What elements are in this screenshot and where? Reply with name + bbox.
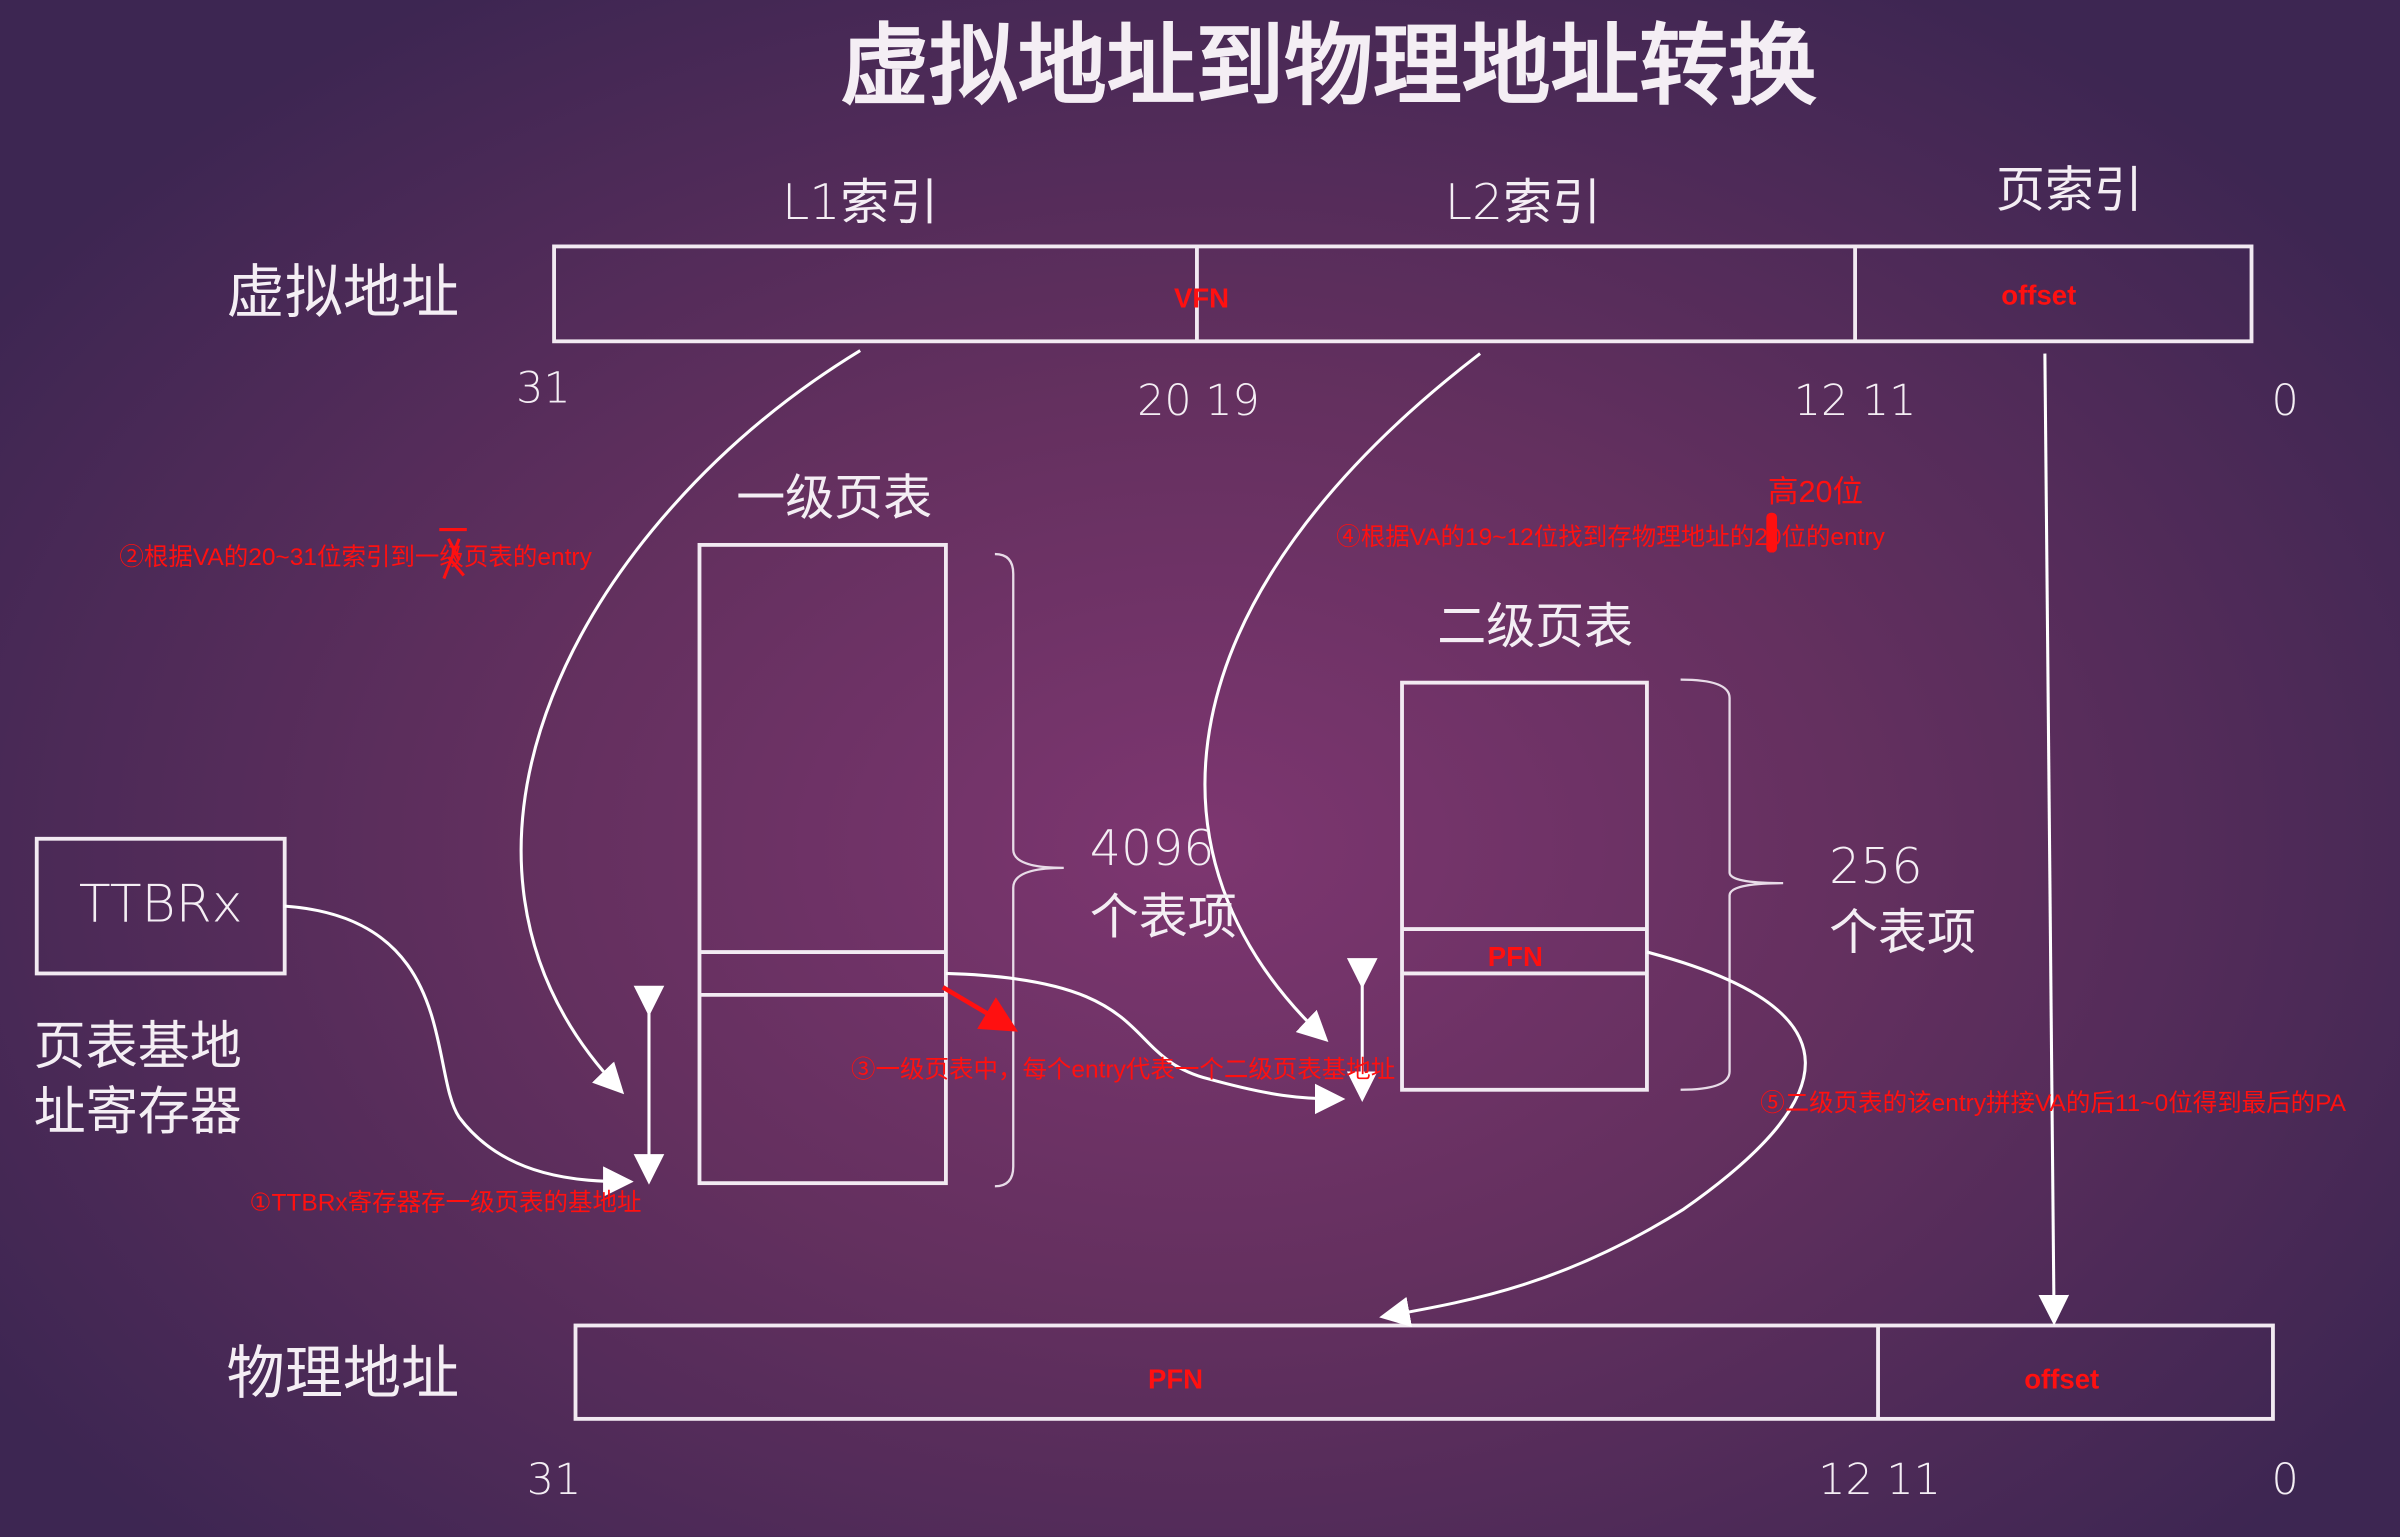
ttbr-label: TTBRx <box>78 873 243 936</box>
va-bit-31: 31 <box>516 362 571 414</box>
l1-brace <box>994 552 1064 1188</box>
vfn-label: VFN <box>1173 283 1230 314</box>
physical-address-label: 物理地址 <box>226 1339 460 1407</box>
arrow-l2-index <box>1203 352 1482 1042</box>
red-strike <box>439 528 467 580</box>
annotation-step3: ③一级页表中，每个entry代表一个二级页表基地址 <box>851 1057 1396 1084</box>
page-title: 虚拟地址到物理地址转换 <box>840 13 1817 118</box>
va-bit-12-11: 12 11 <box>1793 374 1917 426</box>
annotation-high20: 高20位 <box>1767 476 1864 510</box>
va-bit-0: 0 <box>2271 374 2299 426</box>
page-index-label: 页索引 <box>1995 160 2143 219</box>
annotation-step2: ②根据VA的20~31位索引到一级页表的entry <box>119 544 592 571</box>
pa-bit-0: 0 <box>2271 1454 2299 1505</box>
l2-count: 256 <box>1829 837 1923 896</box>
va-offset-label: offset <box>2001 280 2077 311</box>
virtual-address-label: 虚拟地址 <box>226 258 460 327</box>
l1-table <box>697 542 948 1186</box>
l2-pfn-label: PFN <box>1487 941 1543 972</box>
pa-bit-31: 31 <box>526 1454 582 1505</box>
arrow-entry <box>945 971 1346 1115</box>
va-bit-20-19: 20 19 <box>1137 374 1260 426</box>
arrow-ttbr <box>284 904 634 1197</box>
l1-count-unit: 个表项 <box>1089 887 1237 946</box>
annotation-step5: ⑤二级页表的该entry拼接VA的后11~0位得到最后的PA <box>1760 1091 2347 1118</box>
ttbr-desc-line1: 页表基地 <box>33 1016 242 1078</box>
pa-pfn-label: PFN <box>1147 1363 1204 1395</box>
arrow-offset <box>2038 353 2070 1326</box>
physical-address-bar <box>573 1323 2275 1421</box>
red-arrow <box>941 985 1019 1032</box>
pa-offset-label: offset <box>2024 1363 2100 1395</box>
l1-table-label: 一级页表 <box>736 468 933 527</box>
arrow-l1-index <box>519 349 861 1095</box>
pa-bit-12-11: 12 11 <box>1818 1454 1941 1505</box>
l2-table <box>1400 680 1649 1092</box>
arrow-pfn <box>1379 950 1807 1327</box>
l2-count-unit: 个表项 <box>1829 903 1977 962</box>
ttbr-desc-line2: 址寄存器 <box>33 1082 242 1144</box>
l2-brace <box>1680 678 1784 1091</box>
virtual-address-bar <box>552 244 2254 344</box>
l2-table-label: 二级页表 <box>1437 596 1634 656</box>
l1-index-label: L1索引 <box>781 172 939 232</box>
ttbr-box <box>34 836 287 976</box>
annotation-step4: ④根据VA的19~12位找到存物理地址的20位的entry <box>1336 524 1885 552</box>
red-marker <box>1766 512 1778 553</box>
l2-index-label: L2索引 <box>1444 172 1602 232</box>
annotation-step1: ①TTBRx寄存器存一级页表的基地址 <box>249 1190 642 1217</box>
l1-count: 4096 <box>1089 818 1215 878</box>
